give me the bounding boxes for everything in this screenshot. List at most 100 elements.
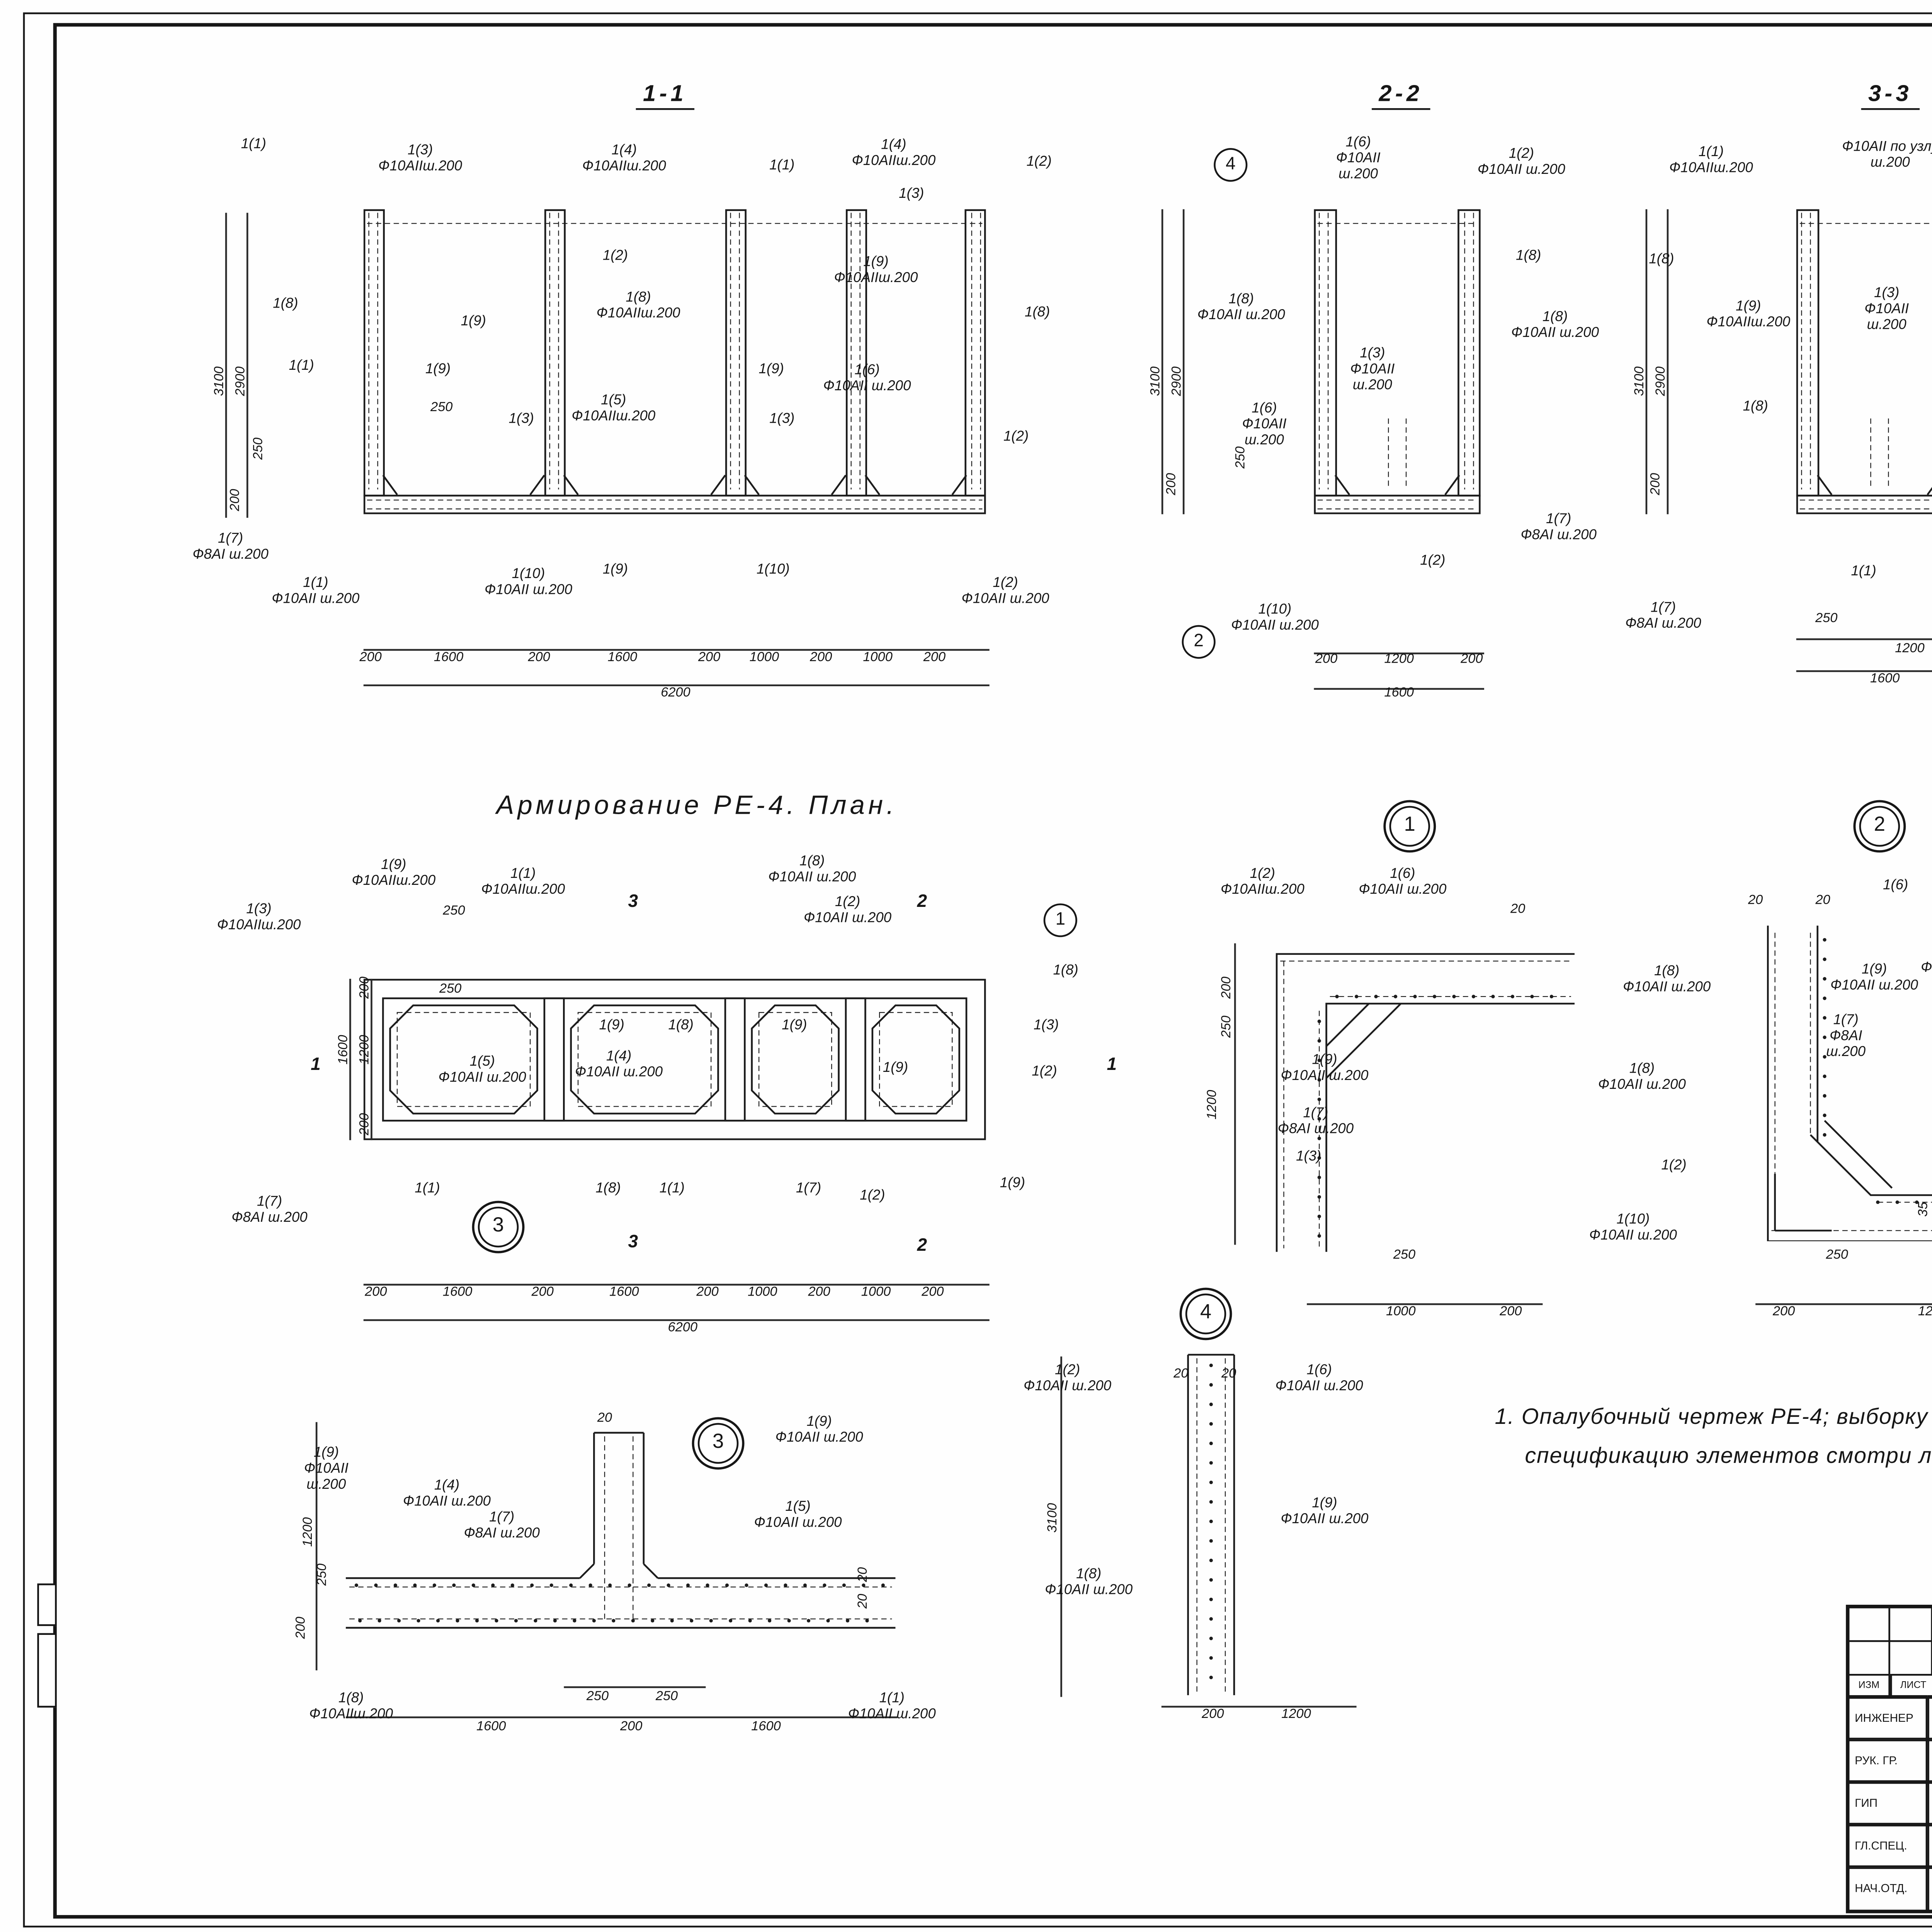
callout-label: 1(8) (1649, 251, 1674, 267)
callout-label: 1(2) (1661, 1157, 1687, 1173)
dimension-label: 20 (1221, 1365, 1236, 1381)
callout-label: 1(3) (769, 410, 795, 427)
callout-label: 1(6) Ф10АII ш.200 (1336, 134, 1381, 182)
dimension-label: 200 (1772, 1303, 1795, 1319)
dimension-line (363, 1284, 990, 1286)
callout-label: 1(4) Ф10АII ш.200 (403, 1477, 491, 1509)
dimension-label: 200 (1647, 473, 1663, 495)
callout-label: 1(3) (1033, 1017, 1059, 1033)
staff-role: ГЛ.СПЕЦ. (1847, 1823, 1927, 1869)
dimension-label: 200 (922, 1283, 944, 1299)
dimension-line (345, 1716, 898, 1718)
callout-label: 1(8) (1743, 398, 1768, 414)
dimension-label: 200 (810, 648, 832, 665)
dimension-line (225, 213, 227, 518)
callout-label: 1(8) (668, 1017, 694, 1033)
dimension-line (1796, 670, 1932, 672)
dimension-line (1161, 1706, 1357, 1708)
callout-label: 1(10) Ф10АII ш.200 (484, 566, 573, 598)
callout-label: 1(1) (659, 1180, 685, 1196)
dimension-label: 1000 (863, 648, 893, 665)
revision-header-cell: ИЗМ (1847, 1674, 1890, 1699)
callout-label: 1(6) Ф10АII ш.200 (1275, 1362, 1363, 1394)
callout-label: 1(1) (415, 1180, 440, 1196)
callout-label: 1(7) Ф8АI ш.200 (1277, 1105, 1354, 1137)
callout-label: 1(2) (1420, 552, 1446, 568)
dimension-label: 20 (1748, 891, 1763, 908)
dimension-label: 3100 (211, 366, 227, 396)
dimension-label: 2900 (232, 366, 248, 396)
detail-marker: 4 (1185, 1293, 1226, 1335)
dimension-label: 200 (365, 1283, 387, 1299)
dimension-line (1314, 652, 1484, 655)
dimension-label: 200 (292, 1616, 308, 1639)
dimension-label: 200 (1202, 1705, 1224, 1722)
callout-label: 1(2) Ф10АII ш.200 (1024, 1362, 1112, 1394)
dimension-label: 250 (586, 1687, 609, 1704)
callout-label: 1(8) Ф10АII ш.200 (1623, 963, 1711, 995)
dimension-label: 1200 (299, 1517, 315, 1547)
callout-label: 1(2) (602, 247, 628, 264)
title-block: ИЗМЛИСТN ДОКУМ.ПОДПИСЬДАТА ИНЖЕНЕРКозлов… (1846, 1605, 1932, 1913)
dimension-label: 1200 (1204, 1090, 1220, 1120)
callout-label: 1(9) Ф10АIIш.200 (1706, 298, 1791, 330)
dimension-line (363, 649, 990, 651)
dimension-label: 1200 (356, 1035, 372, 1065)
callout-label: 1(8) Ф10АIIш.200 (309, 1690, 393, 1722)
dimension-line (1796, 638, 1932, 640)
dimension-label: 200 (923, 648, 946, 665)
staff-row: РУК. ГР.Левина (1847, 1738, 1932, 1784)
dimension-label: 1600 (476, 1718, 506, 1734)
dimension-label: 250 (313, 1563, 330, 1586)
dimension-label: 1600 (335, 1035, 351, 1065)
dimension-label: 6200 (661, 684, 690, 700)
callout-label: 1(5) Ф10АII ш.200 (438, 1053, 526, 1085)
callout-label: 1(8) (1024, 304, 1050, 320)
section-3-3-drawing (1796, 209, 1932, 514)
callout-label: 1(5) Ф10АII ш.200 (754, 1498, 842, 1531)
dimension-label: 3 (628, 1233, 638, 1253)
callout-label: 1(10) Ф10АII ш.200 (1231, 601, 1319, 633)
staff-role: ГИП (1847, 1780, 1927, 1827)
dimension-label: 3100 (1147, 366, 1163, 396)
callout-label: 1(8) Ф10АIIш.200 (596, 289, 680, 321)
dimension-label: 20 (1815, 891, 1830, 908)
dimension-label: 250 (430, 398, 453, 415)
dimension-label: 2 (917, 893, 927, 912)
dimension-label: 1000 (749, 648, 779, 665)
dimension-label: 6200 (668, 1319, 698, 1335)
section-1-1-drawing (363, 209, 986, 514)
dimension-label: 20 (597, 1409, 612, 1425)
callout-label: 1(7) (796, 1180, 821, 1196)
dimension-label: 1 (311, 1056, 321, 1075)
callout-label: 1(9) Ф10АII ш.200 (304, 1444, 349, 1492)
callout-label: 1(9) Ф10АII ш.200 (1830, 961, 1918, 993)
plan-title: Армирование РЕ-4. План. (496, 791, 898, 821)
callout-label: 1(2) (860, 1187, 885, 1203)
detail-2-drawing (1767, 925, 1932, 1242)
callout-label: 1(9) (599, 1017, 624, 1033)
dimension-label: 2900 (1168, 366, 1184, 396)
detail-marker: 1 (1389, 806, 1430, 847)
dimension-label: 200 (1315, 650, 1338, 667)
staff-row: НАЧ.ОТД.Красавин (1847, 1865, 1932, 1912)
dimension-label: 20 (1510, 900, 1526, 917)
revision-header-row: ИЗМЛИСТN ДОКУМ.ПОДПИСЬДАТА (1847, 1674, 1932, 1699)
callout-label: 1(9) (461, 313, 486, 329)
dimension-label: 200 (808, 1283, 830, 1299)
detail-marker: 3 (697, 1423, 739, 1464)
callout-label: 1(9) (1000, 1175, 1025, 1191)
dimension-label: 1600 (1870, 670, 1900, 686)
dimension-line (349, 979, 351, 1140)
detail-marker: 1 (1043, 903, 1077, 937)
staff-name: Козлов (1927, 1695, 1932, 1742)
callout-label: 1(3) Ф10АIIш.200 (217, 901, 301, 933)
callout-label: 1(9) Ф10АIIш.200 (834, 253, 918, 286)
dimension-label: 250 (439, 980, 462, 997)
callout-label: 1(9) Ф10АII ш.200 (1281, 1495, 1369, 1527)
dimension-label: 20 (854, 1567, 871, 1582)
dimension-label: 1000 (861, 1283, 891, 1299)
callout-label: 1(8) (595, 1180, 621, 1196)
